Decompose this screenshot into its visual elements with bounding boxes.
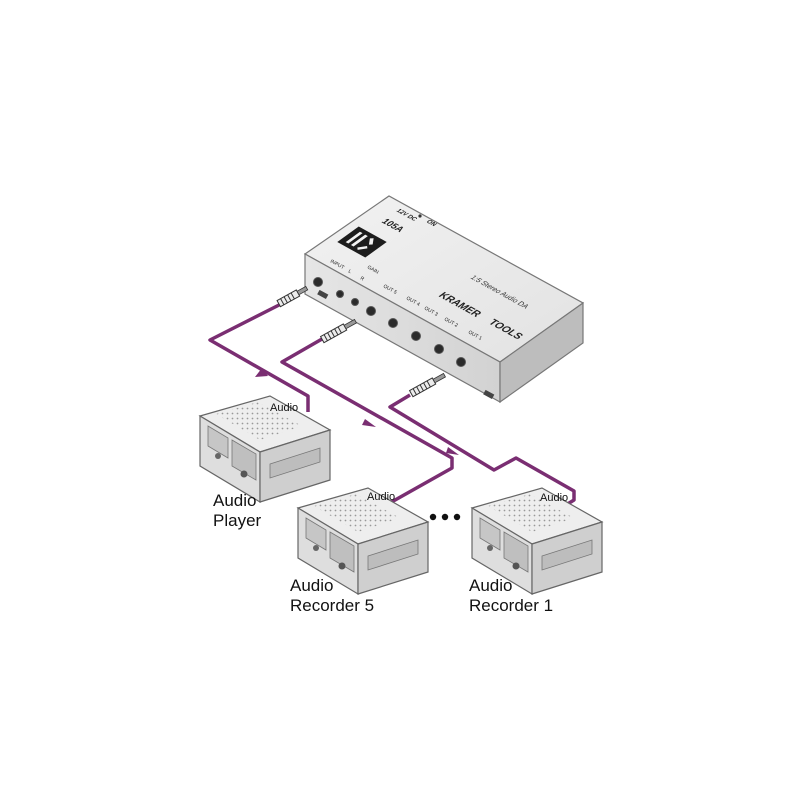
audio-player-caption: Audio Player [213, 491, 261, 531]
out4-jack[interactable] [388, 318, 398, 328]
out1-jack[interactable] [456, 357, 466, 367]
connector-plugs [276, 285, 447, 398]
out3-jack[interactable] [411, 331, 421, 341]
plug-out1-connector [408, 372, 447, 398]
cable-out5-to-recorder5 [280, 337, 454, 506]
audio-recorder-5-device [296, 487, 430, 596]
port-label-r: R [359, 276, 365, 283]
arrow-icon [255, 368, 268, 377]
kramer-105a-unit: 105A 12V DC ON KRAMER TOOLS 1:5 Stereo A… [303, 195, 585, 404]
unit-side-face [499, 301, 584, 404]
caption-line: Recorder 1 [469, 596, 554, 615]
port-label-l: L [347, 269, 353, 276]
cable-player-to-input [208, 301, 310, 412]
port-label-gain: GAIN [366, 265, 380, 276]
cable-label-recorder1: Audio [540, 492, 568, 504]
arrow-icon [362, 419, 376, 427]
caption-line: Player [213, 511, 262, 530]
kramer-logo-icon [337, 226, 387, 258]
gain-knob-right[interactable] [351, 298, 359, 306]
power-led [418, 214, 422, 218]
gain-knob-left[interactable] [336, 290, 344, 298]
input-jack[interactable] [313, 277, 323, 287]
cable-label-player: Audio [270, 402, 298, 414]
on-label: ON [424, 219, 438, 228]
audio-recorder-1-device [470, 487, 604, 596]
cables [208, 301, 576, 512]
front-panel-jacks [313, 277, 466, 367]
out5-jack[interactable] [366, 306, 376, 316]
caption-line: Recorder 5 [290, 596, 375, 615]
caption-line: Audio [213, 491, 257, 510]
audio-player-device [198, 395, 332, 504]
ellipsis-dots-icon [429, 513, 461, 521]
signal-arrows [255, 368, 459, 455]
arrow-icon [446, 447, 459, 455]
audio-recorder-1-caption: Audio Recorder 1 [469, 576, 553, 616]
plug-input-connector [276, 285, 309, 308]
plug-out5-connector [319, 318, 358, 344]
caption-line: Audio [469, 576, 513, 595]
cable-out1-to-recorder1 [388, 393, 576, 512]
out2-jack[interactable] [434, 344, 444, 354]
audio-recorder-5-caption: Audio Recorder 5 [290, 576, 374, 616]
cable-label-recorder5: Audio [367, 491, 395, 503]
caption-line: Audio [290, 576, 334, 595]
